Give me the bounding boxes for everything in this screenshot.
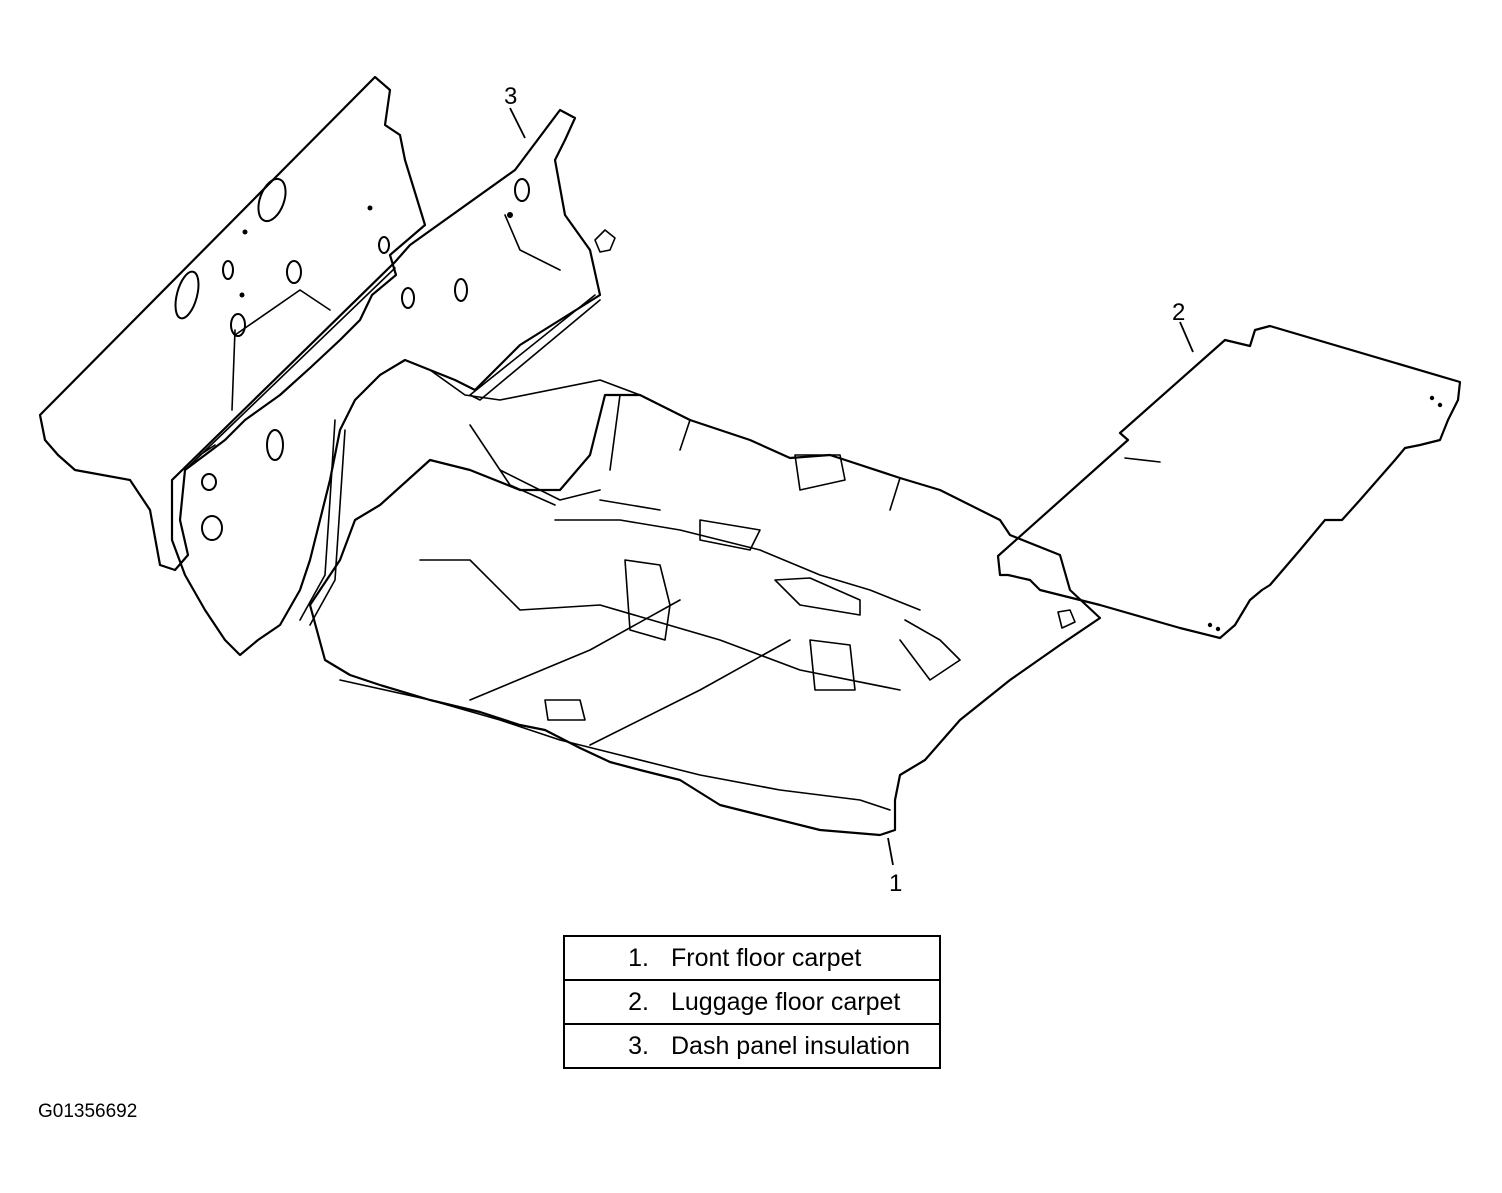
callout-number-3: 3 (504, 83, 518, 110)
front-floor-carpet (308, 369, 1102, 837)
legend-number: 1. (628, 943, 649, 972)
legend-row: 2. Luggage floor carpet (563, 979, 941, 1025)
dash-panel-insulation (38, 75, 427, 572)
callout-3-leader (509, 107, 526, 139)
legend-row: 3. Dash panel insulation (563, 1023, 941, 1069)
legend-label: Luggage floor carpet (671, 987, 901, 1016)
legend-row: 1. Front floor carpet (563, 935, 941, 981)
luggage-floor-carpet (996, 324, 1462, 640)
legend-number: 2. (628, 987, 649, 1016)
parts-legend-table: 1. Front floor carpet 2. Luggage floor car… (563, 935, 941, 1069)
callout-2-leader (1179, 321, 1194, 353)
legend-label: Dash panel insulation (671, 1031, 911, 1060)
dash-panel-front (170, 108, 616, 657)
legend-number: 3. (628, 1031, 649, 1060)
callout-number-1: 1 (889, 870, 903, 897)
callout-1-leader (887, 837, 894, 866)
figure-id: G01356692 (38, 1101, 138, 1122)
legend-label: Front floor carpet (671, 943, 862, 972)
callout-number-2: 2 (1172, 299, 1186, 326)
